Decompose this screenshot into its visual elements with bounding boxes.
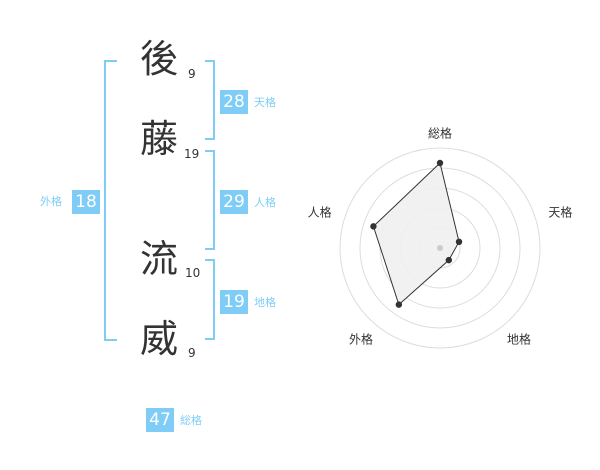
soukaku-label: 総格: [180, 414, 202, 427]
name-char-2: 藤: [140, 117, 179, 161]
radar-point-1: [455, 238, 463, 246]
name-char-3: 流: [140, 237, 179, 281]
stroke-count-1: 9: [188, 67, 196, 81]
radar-axis-label-1: 天格: [548, 204, 572, 219]
tenkaku-value-badge: 28: [220, 90, 248, 114]
jinkaku-value-badge: 29: [220, 190, 248, 214]
tenkaku-label: 天格: [254, 96, 276, 109]
radar-axis-label-3: 外格: [349, 332, 373, 347]
stroke-count-3: 10: [185, 266, 201, 280]
gaikaku-bracket: [104, 60, 117, 341]
stroke-count-4: 9: [188, 346, 196, 360]
name-char-1: 後: [140, 37, 179, 81]
radar-axis-label-2: 地格: [507, 332, 531, 347]
radar-axis-label-0: 総格: [428, 126, 452, 141]
chikaku-label: 地格: [254, 296, 276, 309]
radar-point-4: [370, 223, 377, 230]
jinkaku-bracket: [205, 150, 215, 250]
gaikaku-value-badge: 18: [72, 190, 100, 214]
gaikaku-label: 外格: [40, 195, 62, 208]
radar-points: [370, 159, 463, 308]
radar-center: [437, 245, 443, 251]
chikaku-value-badge: 19: [220, 290, 248, 314]
radar-point-0: [436, 159, 444, 167]
stroke-count-2: 19: [184, 147, 200, 161]
radar-area: [372, 162, 460, 306]
radar-axis-label-4: 人格: [308, 204, 332, 219]
soukaku-value-badge: 47: [146, 408, 174, 432]
jinkaku-label: 人格: [254, 196, 276, 209]
name-char-4: 威: [140, 317, 179, 361]
chikaku-bracket: [205, 259, 215, 340]
radar-point-2: [445, 256, 453, 264]
radar-center-dot: [437, 245, 443, 251]
radar-point-3: [395, 301, 403, 308]
radar-ring-5: [339, 147, 541, 349]
tenkaku-bracket: [205, 60, 215, 140]
